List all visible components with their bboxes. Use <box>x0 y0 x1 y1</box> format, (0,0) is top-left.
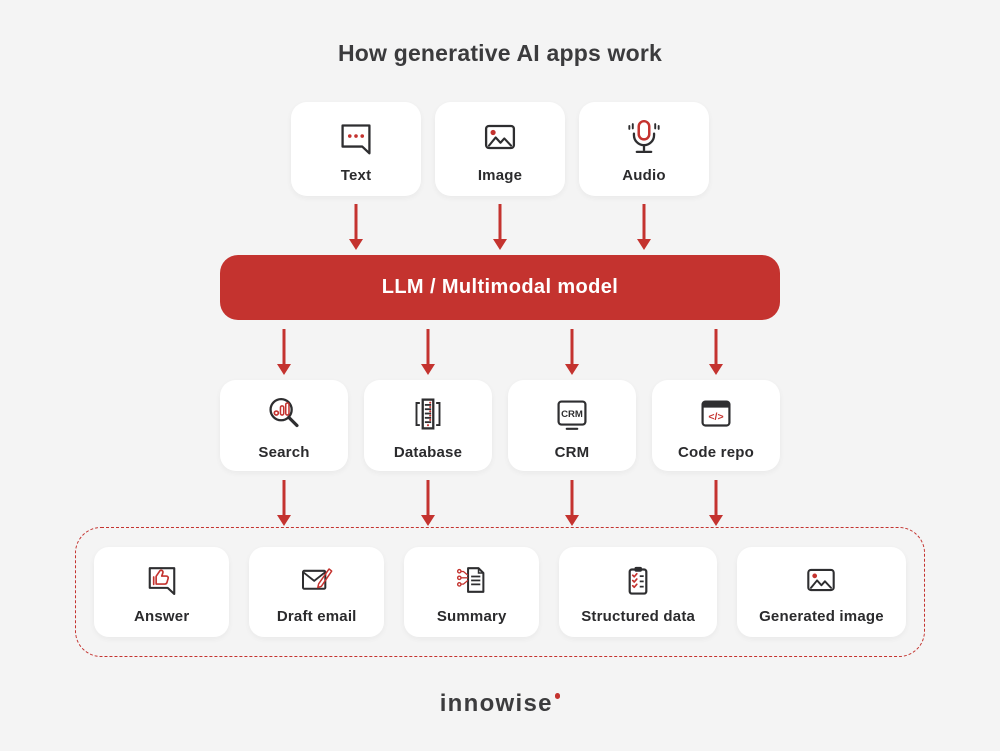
card-database-tool: Database <box>364 380 492 471</box>
down-arrow <box>349 204 363 250</box>
card-label: Summary <box>436 608 507 625</box>
card-label: Audio <box>622 167 666 184</box>
down-arrow <box>709 480 723 526</box>
card-generated-image-output: Generated image <box>737 547 906 637</box>
card-search-tool: Search <box>220 380 348 471</box>
card-draft-email-output: Draft email <box>249 547 385 637</box>
down-arrow <box>565 329 579 375</box>
crm-monitor-icon: CRM <box>549 391 595 437</box>
checklist-clipboard-icon <box>617 559 659 601</box>
generated-image-icon <box>800 559 842 601</box>
card-image-input: Image <box>435 102 565 196</box>
search-chart-icon <box>261 391 307 437</box>
card-label: Generated image <box>759 608 884 625</box>
card-label: Draft email <box>276 608 357 625</box>
down-arrow <box>565 480 579 526</box>
card-label: Image <box>477 167 523 184</box>
card-text-input: Text <box>291 102 421 196</box>
card-label: CRM <box>554 443 590 461</box>
card-audio-input: Audio <box>579 102 709 196</box>
card-label: Search <box>258 443 310 461</box>
card-code-repo-tool: </> Code repo <box>652 380 780 471</box>
page-title: How generative AI apps work <box>337 40 663 66</box>
arrows-tools-to-outputs <box>277 480 723 526</box>
inputs-row: Text Image <box>291 102 709 196</box>
summary-document-icon <box>451 559 493 601</box>
outputs-container: Answer Draft email <box>75 527 925 657</box>
llm-model-label: LLM / Multimodal model <box>381 276 619 298</box>
card-label: Structured data <box>581 608 696 625</box>
down-arrow <box>637 204 651 250</box>
down-arrow <box>493 204 507 250</box>
code-window-icon: </> <box>693 391 739 437</box>
arrows-model-to-tools <box>277 329 723 375</box>
arrows-inputs-to-model <box>349 204 651 250</box>
brand-logo: innowise <box>440 690 561 718</box>
svg-text:</>: </> <box>708 411 723 423</box>
card-crm-tool: CRM CRM <box>508 380 636 471</box>
logo-dot <box>554 693 561 699</box>
image-icon <box>477 114 523 160</box>
down-arrow <box>421 480 435 526</box>
down-arrow <box>277 329 291 375</box>
card-label: Answer <box>134 608 190 625</box>
card-answer-output: Answer <box>94 547 230 637</box>
llm-model-banner: LLM / Multimodal model <box>220 255 780 320</box>
email-pencil-icon <box>296 559 338 601</box>
logo-text: innowise <box>439 690 553 717</box>
down-arrow <box>421 329 435 375</box>
card-label: Code repo <box>678 443 754 461</box>
card-label: Database <box>393 443 463 461</box>
svg-text:CRM: CRM <box>561 408 583 419</box>
database-icon <box>405 391 451 437</box>
down-arrow <box>277 480 291 526</box>
card-structured-data-output: Structured data <box>559 547 718 637</box>
down-arrow <box>709 329 723 375</box>
tools-row: Search <box>220 380 780 471</box>
card-summary-output: Summary <box>404 547 540 637</box>
thumbs-up-bubble-icon <box>141 559 183 601</box>
chat-dots-icon <box>333 114 379 160</box>
card-label: Text <box>340 167 372 184</box>
microphone-icon <box>621 114 667 160</box>
